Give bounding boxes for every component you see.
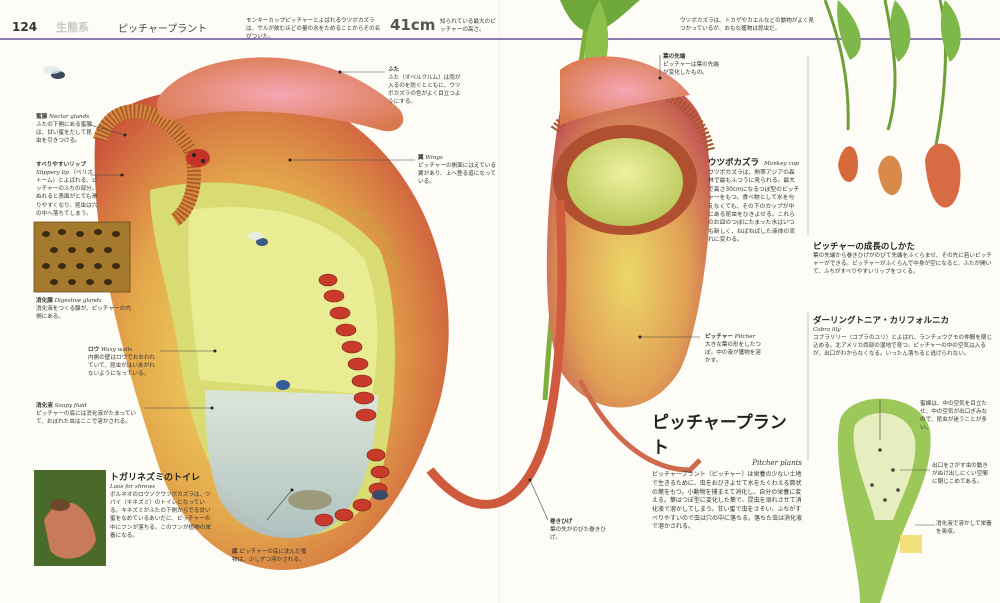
main-latin: Pitcher plants (752, 459, 802, 467)
nepenthes-heading: ウツボカズラ Monkey cup (708, 150, 800, 169)
label-upper-title: ピッチャー (705, 334, 733, 340)
label-fluid-title: 消化液 (36, 403, 53, 409)
darlingtonia-text: コブラリリー（コブラのユリ）とよばれ、ランチュウグモの仲間を閉じ込める。北アメリ… (813, 335, 993, 358)
shrew-latin: Loos for shrews (110, 484, 156, 490)
label-wings-latin: Wings (425, 155, 443, 161)
label-wings-title: 翼 (418, 155, 424, 161)
label-bottom-title: 底 (232, 549, 238, 555)
nepenthes-box: ウツボカズラ Monkey cup ウツボカズラは、熱帯アジアの森林で最もふつう… (708, 150, 800, 245)
label-nectar-text: ふたの下側にある蜜腺は、甘い蜜をだして昆虫を引きつける。 (36, 122, 92, 145)
label-upper-lid-text: ピッチャーは葉の先端が変化したもの。 (663, 62, 719, 77)
label-upper-latin: Pitcher (734, 334, 756, 340)
label-peristome-text: （ペリストーム）とよばれる、ピッチャーのふちの部分。ぬれると表面がとても滑りやす… (36, 170, 98, 217)
shrew-title: トガリネズミのトイレ (110, 473, 201, 483)
label-nectar-title: 蜜腺 (36, 114, 48, 120)
label-digestive-title: 消化腺 (36, 298, 53, 304)
shrew-text: ボルネオのロウソクウツボカズラは、ツパイ（キネズミ）のトイレになっている。キネズ… (110, 492, 211, 539)
nepenthes-text: ウツボカズラは、熱帯アジアの森林で最もふつうに見られる。最大で高さ30cmになる… (708, 170, 800, 244)
nepenthes-latin: Monkey cup (764, 161, 799, 167)
page-gutter (499, 0, 500, 603)
label-fluid-text: ピッチャーの底には消化液がたまっていて、おぼれた虫はここで溶かされる。 (36, 411, 136, 426)
label-upper-lid-title: 葉の先端 (663, 54, 686, 60)
label-lid-title: ふた (388, 67, 400, 73)
stat-value: 41cm (390, 16, 436, 34)
label-upper-text: 大きな葉の形をしたつぼ。中の液が獲物を溶かす。 (705, 342, 761, 365)
label-nectar-glands: 蜜腺 Nectar glands ふたの下側にある蜜腺は、甘い蜜をだして昆虫を引… (36, 113, 96, 145)
growth-box: ピッチャーの成長のしかた 葉の先端から巻きひげがのびて先端をふくらませ、その先に… (813, 240, 993, 276)
label-fluid-latin: Soupy fluid (54, 403, 87, 409)
label-lid: ふた ふた（オペルクルム）は雨が入るのを防ぐとともに、ウツボカズラの色がよく目立… (388, 66, 463, 107)
label-digestive-glands: 消化腺 Digestive glands 消化液をつくる腺が、ピッチャーの内側に… (36, 297, 132, 321)
label-digestive-fluid: 消化液 Soupy fluid ピッチャーの底には消化液がたまっていて、おぼれた… (36, 402, 144, 426)
darlingtonia-title: ダーリングトニア・カリフォルニカ (813, 316, 950, 326)
label-wax-title: ロウ (88, 347, 100, 353)
page-number: 124 (12, 20, 38, 34)
chapter-title: ピッチャープラント (118, 24, 208, 35)
label-tendril-title: 巻きひげ (550, 519, 573, 525)
growth-text: 葉の先端から巻きひげがのびて先端をふくらませ、その先に若いピッチャーができる。ピ… (813, 253, 992, 276)
darl-callout-mid: 出口をさがす虫の動きがぬけ出しにくい空間に閉じこめてある。 (932, 463, 988, 486)
label-pitcher-bottom: 底 ピッチャーの底に沈んだ獲物は、少しずつ溶かされる。 (232, 548, 312, 564)
darl-callout-bottom: 消化液で溶かして栄養を吸収。 (936, 521, 992, 536)
label-upper-pitcher: ピッチャー Pitcher 大きな葉の形をしたつぼ。中の液が獲物を溶かす。 (705, 333, 765, 365)
label-peristome-latin: Slippery lip (36, 170, 69, 177)
intro-left: モンキーカップピッチャーとよばれるウツボカズラは、サルが飲むほどの量の水をためる… (246, 18, 381, 41)
main-title: ピッチャープラント (652, 413, 787, 458)
label-tendril: 巻きひげ 葉の先がのびた巻きひげ。 (550, 518, 612, 542)
main-text-block: ピッチャープラント Pitcher plants ピッチャープラント（ピッチャー… (652, 408, 802, 532)
label-wings: 翼 Wings ピッチャーの側面にはえている翼があり、上へ登る道になっている。 (418, 154, 496, 186)
intro-right: ウツボカズラは、トカゲやカエルなどの動物がよく見つかっているが、おもな獲物は昆虫… (680, 18, 814, 33)
label-peristome-title: すべりやすいリップ (36, 162, 86, 168)
label-lid-text: ふた（オペルクルム）は雨が入るのを防ぐとともに、ウツボカズラの色がよく目立つよう… (388, 75, 461, 106)
darlingtonia-latin: Cobra lily (813, 327, 841, 333)
top-rule (0, 38, 1000, 40)
darlingtonia-box: ダーリングトニア・カリフォルニカ Cobra lily コブラリリー（コブラのユ… (813, 314, 993, 358)
label-digestive-latin: Digestive glands (54, 298, 102, 304)
shrew-box: トガリネズミのトイレ Loos for shrews ボルネオのロウソクウツボカ… (110, 470, 215, 540)
label-wax: ロウ Waxy walls 内側の壁はロウでおおわれていて、昆虫がはいあがれない… (88, 346, 160, 378)
label-wax-latin: Waxy walls (100, 347, 133, 353)
section-label: 生態系 (56, 21, 89, 34)
nepenthes-title: ウツボカズラ (708, 158, 760, 168)
darl-callout-top: 蜜線は、中の空気を目立たせ、中の空気が出口ぎみなので、昆虫が迷うことが多い。 (920, 401, 988, 432)
stat-caption: 知られている最大のピッチャーの高さ。 (440, 19, 496, 34)
label-upper-lid: 葉の先端 ピッチャーは葉の先端が変化したもの。 (663, 53, 723, 77)
label-tendril-text: 葉の先がのびた巻きひげ。 (550, 527, 606, 542)
growth-title: ピッチャーの成長のしかた (813, 242, 915, 252)
label-digestive-text: 消化液をつくる腺が、ピッチャーの内側にある。 (36, 306, 131, 321)
label-peristome: すべりやすいリップ Slippery lip （ペリストーム）とよばれる、ピッチ… (36, 161, 98, 218)
label-bottom-text: ピッチャーの底に沈んだ獲物は、少しずつ溶かされる。 (232, 549, 307, 564)
label-wax-text: 内側の壁はロウでおおわれていて、昆虫がはいあがれないようになっている。 (88, 355, 155, 378)
label-nectar-latin: Nectar glands (48, 114, 90, 120)
main-text: ピッチャープラント（ピッチャー）は栄養の少ない土地で生きるために、虫をおびきよせ… (652, 471, 803, 531)
label-wings-text: ピッチャーの側面にはえている翼があり、上へ登る道になっている。 (418, 163, 496, 186)
